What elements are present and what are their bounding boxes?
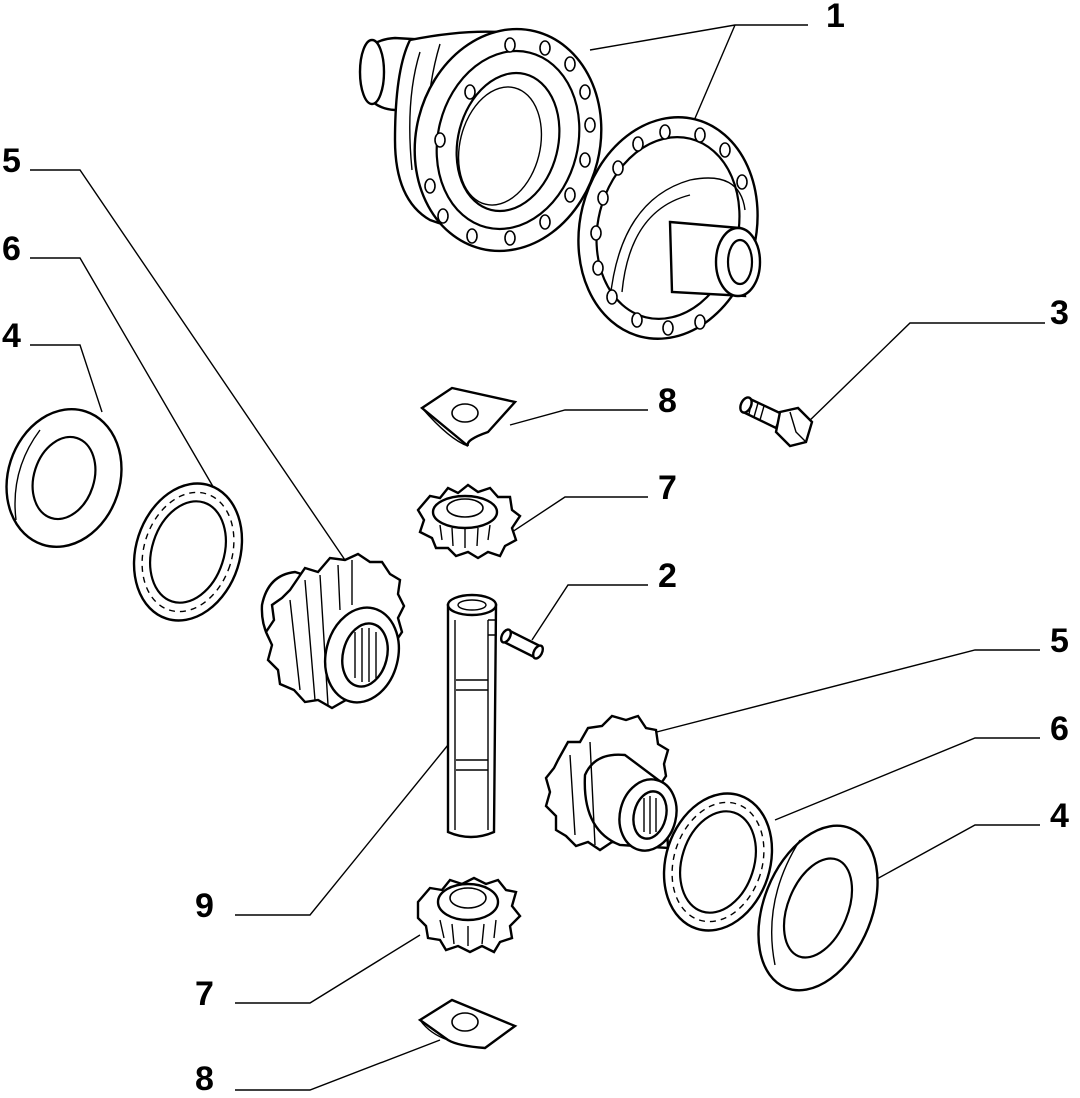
leader-8-top	[509, 409, 648, 426]
callout-7-top: 7	[658, 469, 677, 507]
pinion-shaft	[446, 593, 498, 839]
flange-bolt-holes-left	[424, 37, 596, 246]
side-gear-left	[260, 552, 406, 710]
leader-6-right	[774, 737, 1040, 821]
callout-4-left: 4	[2, 317, 21, 355]
callout-4-right: 4	[1050, 797, 1069, 835]
callout-6-right: 6	[1050, 710, 1069, 748]
callout-1: 1	[826, 0, 845, 35]
leader-4-left	[30, 344, 103, 413]
differential-case-half-left	[358, 27, 603, 253]
callout-5-left: 5	[2, 142, 21, 180]
leader-lines	[30, 24, 1045, 1091]
leader-9	[235, 744, 449, 916]
roll-pin	[499, 628, 545, 660]
thrust-washer-left	[5, 408, 123, 548]
callout-9: 9	[195, 887, 214, 925]
leader-1a	[589, 24, 808, 51]
side-gear-right	[544, 714, 678, 852]
leader-5-right	[644, 649, 1040, 736]
leader-6-left	[30, 257, 216, 491]
callout-8-bottom: 8	[195, 1060, 214, 1093]
leader-3	[804, 322, 1045, 426]
callout-7-bottom: 7	[195, 975, 214, 1013]
flange-bolt-holes-right	[590, 124, 748, 336]
differential-case-half-right	[577, 116, 762, 340]
leader-1b	[689, 24, 736, 131]
thrust-plate-bottom	[417, 998, 518, 1050]
thrust-washer-right	[757, 824, 879, 992]
planet-gear-top	[416, 483, 522, 560]
thrust-plate-top	[419, 386, 518, 447]
callout-6-left: 6	[2, 230, 21, 268]
callout-2: 2	[658, 557, 677, 595]
callout-5-right: 5	[1050, 622, 1069, 660]
leader-8-bottom	[235, 1039, 441, 1091]
leader-5-left	[30, 169, 346, 561]
bolt	[739, 396, 814, 448]
leader-2	[531, 584, 648, 641]
leader-7-top	[499, 496, 648, 541]
bearing-ring-left	[132, 482, 244, 622]
callout-8-top: 8	[658, 382, 677, 420]
planet-gear-bottom	[416, 876, 522, 954]
leader-4-right	[874, 824, 1040, 881]
callout-3: 3	[1050, 294, 1069, 332]
bearing-ring-right	[662, 792, 774, 932]
leader-7-bottom	[235, 934, 421, 1004]
